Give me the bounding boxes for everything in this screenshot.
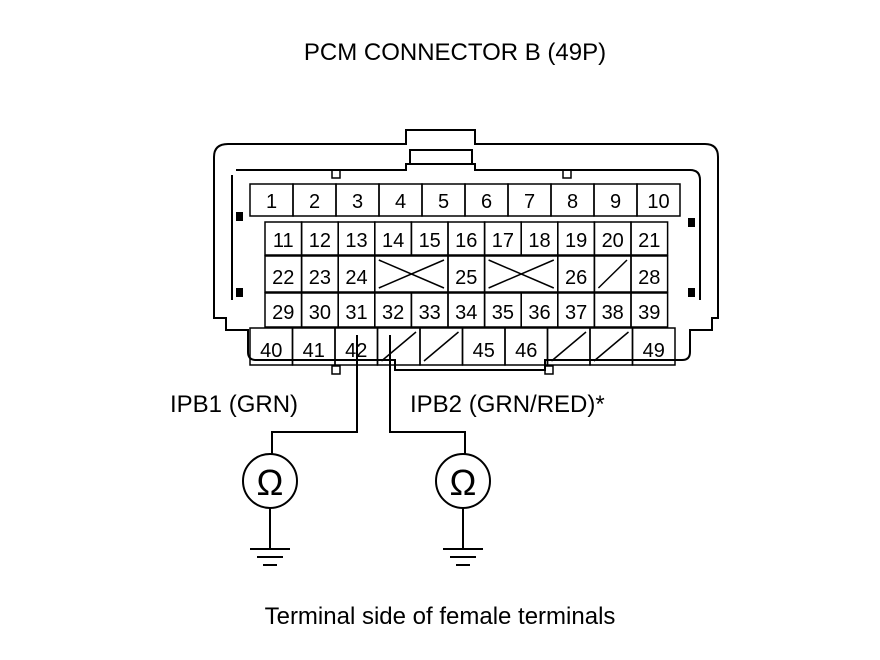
ohm-symbol: Ω: [450, 462, 477, 503]
pin-number-40: 40: [260, 340, 282, 362]
wire-leads: [271, 335, 466, 454]
pin-number-45: 45: [473, 340, 495, 362]
pin-number-16: 16: [455, 230, 477, 252]
empty-cavity-mark: [488, 259, 555, 289]
diagram-caption: Terminal side of female terminals: [265, 603, 616, 630]
empty-cavity-mark: [378, 259, 445, 289]
pin-number-20: 20: [602, 230, 624, 252]
empty-cavity-mark: [551, 331, 587, 362]
empty-cavity-mark: [423, 331, 459, 362]
pin-number-36: 36: [528, 302, 550, 324]
pin-number-39: 39: [638, 302, 660, 324]
empty-cavity-mark: [597, 259, 628, 289]
pin-number-28: 28: [638, 267, 660, 289]
pin-number-24: 24: [345, 267, 367, 289]
pin-number-41: 41: [303, 340, 325, 362]
pin-number-49: 49: [643, 340, 665, 362]
pin-number-26: 26: [565, 267, 587, 289]
pin-number-8: 8: [567, 191, 578, 213]
pin-number-23: 23: [309, 267, 331, 289]
pin-number-31: 31: [345, 302, 367, 324]
pin-number-1: 1: [266, 191, 277, 213]
pin-number-14: 14: [382, 230, 404, 252]
pin-cell: [630, 255, 669, 293]
wire-label-ipb1: IPB1 (GRN): [170, 391, 298, 418]
pin-number-22: 22: [272, 267, 294, 289]
pin-number-34: 34: [455, 302, 477, 324]
pin-number-17: 17: [492, 230, 514, 252]
ohmmeter-2: Ω: [435, 453, 491, 566]
pin-cell: [630, 221, 669, 256]
pin-number-35: 35: [492, 302, 514, 324]
pin-cell: [636, 183, 681, 217]
diagram-title: PCM CONNECTOR B (49P): [304, 39, 606, 66]
pin-number-7: 7: [524, 191, 535, 213]
pin-number-10: 10: [647, 191, 669, 213]
pin-number-29: 29: [272, 302, 294, 324]
ground-icon: [443, 548, 483, 566]
pin-number-37: 37: [565, 302, 587, 324]
pin-number-4: 4: [395, 191, 406, 213]
pin-number-46: 46: [515, 340, 537, 362]
pin-number-33: 33: [419, 302, 441, 324]
pin-number-5: 5: [438, 191, 449, 213]
pin-number-32: 32: [382, 302, 404, 324]
pin-cell: [631, 327, 676, 366]
pin-number-25: 25: [455, 267, 477, 289]
pin-number-2: 2: [309, 191, 320, 213]
pin-number-9: 9: [610, 191, 621, 213]
pin-number-18: 18: [528, 230, 550, 252]
wire-label-ipb2: IPB2 (GRN/RED)*: [410, 391, 605, 418]
connector-housing: [213, 129, 719, 375]
pin-cell: [630, 292, 669, 328]
pin-number-19: 19: [565, 230, 587, 252]
pin-number-12: 12: [309, 230, 331, 252]
ohmmeter-1: Ω: [242, 453, 298, 566]
pin-number-11: 11: [273, 230, 294, 252]
pin-number-3: 3: [352, 191, 363, 213]
ohm-symbol: Ω: [257, 462, 284, 503]
pin-number-38: 38: [602, 302, 624, 324]
pin-number-30: 30: [309, 302, 331, 324]
pin-number-21: 21: [638, 230, 660, 252]
ground-icon: [250, 548, 290, 566]
empty-cavity-mark: [381, 331, 417, 362]
pin-number-6: 6: [481, 191, 492, 213]
pin-number-15: 15: [419, 230, 441, 252]
empty-cavity-mark: [593, 331, 629, 362]
pin-number-13: 13: [345, 230, 367, 252]
